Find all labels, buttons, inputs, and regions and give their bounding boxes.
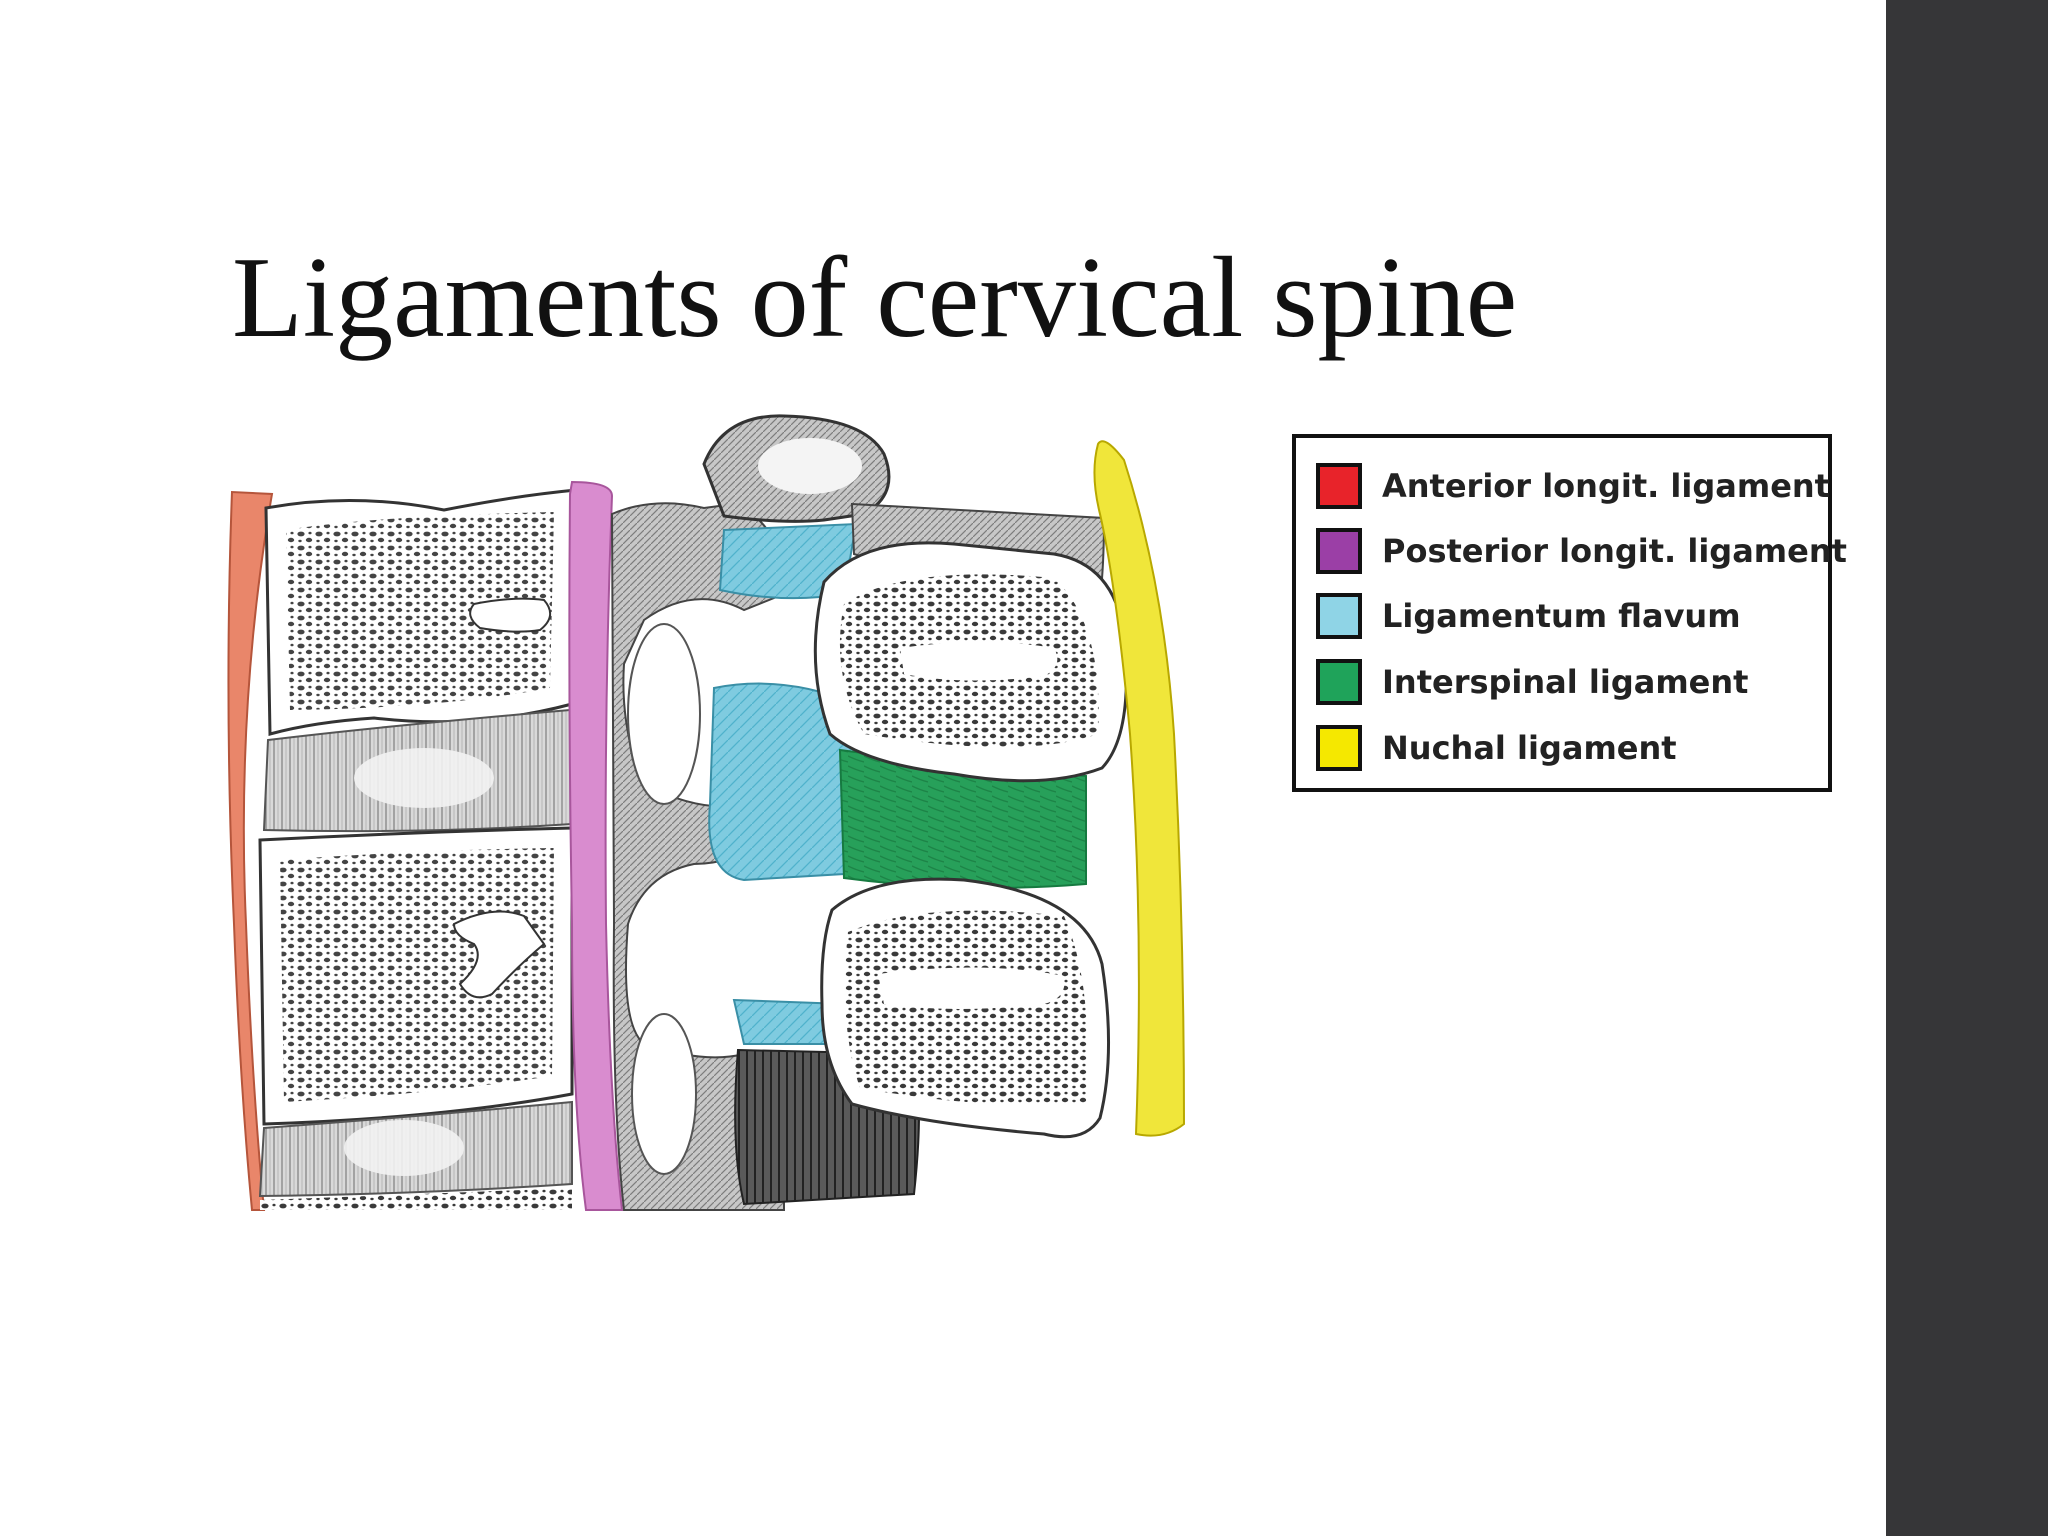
legend-label: Interspinal ligament — [1382, 663, 1749, 701]
green-square-icon — [1316, 659, 1362, 705]
spine-illustration — [224, 404, 1264, 1214]
slide-sidebar — [1886, 0, 2048, 1536]
legend-label: Nuchal ligament — [1382, 729, 1677, 767]
red-square-icon — [1316, 463, 1362, 509]
legend-item-ligamentum-flavum: Ligamentum flavum — [1316, 590, 1741, 642]
legend: Anterior longit. ligament Posterior long… — [1292, 434, 1847, 792]
legend-item-posterior-longitudinal-ligament: Posterior longit. ligament — [1316, 525, 1847, 577]
yellow-square-icon — [1316, 725, 1362, 771]
purple-square-icon — [1316, 528, 1362, 574]
slide-title: Ligaments of cervical spine — [232, 234, 1518, 362]
legend-item-interspinal-ligament: Interspinal ligament — [1316, 656, 1748, 708]
legend-label: Posterior longit. ligament — [1382, 532, 1847, 570]
legend-label: Ligamentum flavum — [1382, 597, 1741, 635]
legend-item-anterior-longitudinal-ligament: Anterior longit. ligament — [1316, 460, 1830, 512]
light-blue-square-icon — [1316, 593, 1362, 639]
legend-item-nuchal-ligament: Nuchal ligament — [1316, 722, 1677, 774]
slide: Ligaments of cervical spine — [224, 234, 1847, 1214]
legend-label: Anterior longit. ligament — [1382, 467, 1830, 505]
